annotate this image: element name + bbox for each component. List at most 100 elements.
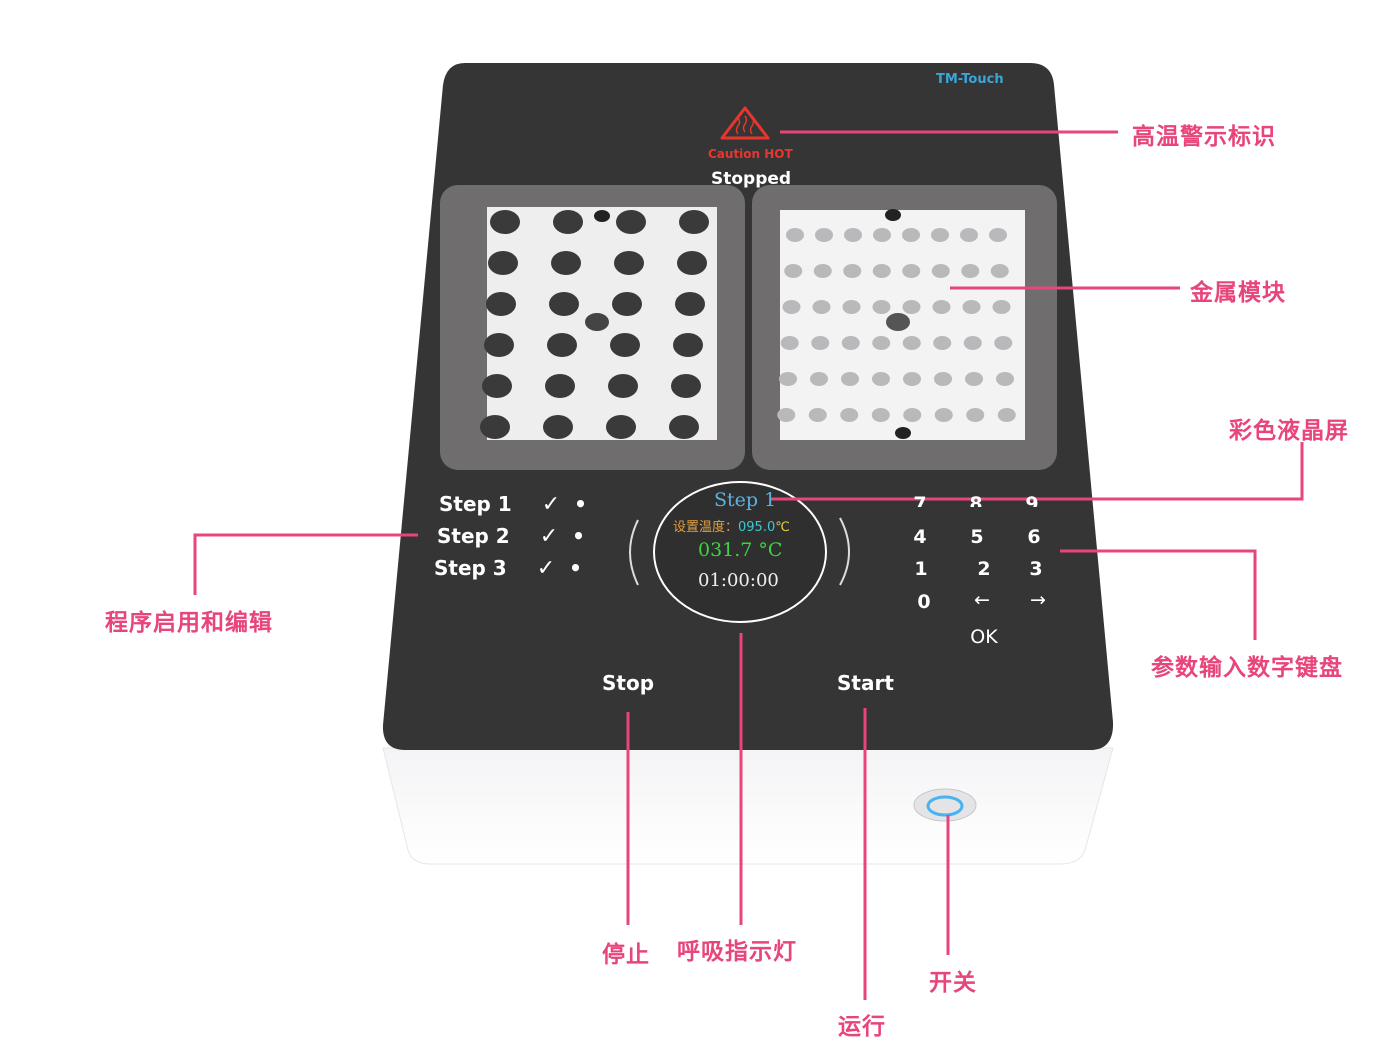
plate-well — [813, 264, 832, 278]
plate-well — [812, 300, 831, 314]
tube-well — [677, 251, 707, 275]
plate-well — [966, 408, 985, 422]
tube-well — [612, 292, 642, 316]
tube-well — [673, 333, 703, 357]
callout-breath-light: 呼吸指示灯 — [677, 939, 797, 965]
plate-well — [810, 372, 828, 386]
tube-well — [480, 415, 510, 439]
key-5[interactable]: 5 — [970, 526, 984, 548]
power-button — [913, 788, 977, 822]
plate-well — [960, 228, 978, 242]
status-label: Stopped — [711, 169, 792, 189]
plate-well — [962, 300, 981, 314]
screen-current-temp: 031.7 °C — [698, 539, 783, 561]
breath-light-left-arc — [629, 519, 639, 586]
key-2[interactable]: 2 — [977, 558, 991, 580]
tube-well — [543, 415, 573, 439]
plate-well — [840, 408, 859, 422]
callout-stop: 停止 — [602, 942, 650, 968]
plate-well — [992, 300, 1011, 314]
callout-power: 开关 — [929, 970, 977, 996]
tube-well — [606, 415, 636, 439]
plate-well — [843, 264, 862, 278]
plate-well — [872, 336, 891, 350]
callout-hot-warning: 高温警示标识 — [1132, 124, 1276, 150]
key-9[interactable]: 9 — [1025, 493, 1039, 507]
plate-well — [871, 408, 890, 422]
step-label: Step 1 — [439, 492, 512, 516]
plate-well — [815, 228, 833, 242]
power-led-ring — [926, 795, 964, 817]
screen-set-temp: 设置温度：095.0℃ — [673, 516, 790, 535]
plate-well — [808, 408, 827, 422]
ok-button[interactable]: OK — [970, 626, 998, 648]
key-6[interactable]: 6 — [1027, 526, 1041, 548]
plate-well — [903, 408, 922, 422]
plate-well — [965, 372, 983, 386]
tube-well — [486, 292, 516, 316]
key-right-arrow[interactable]: → — [1030, 589, 1046, 611]
plate-well — [786, 228, 804, 242]
screen-timer: 01:00:00 — [698, 570, 779, 591]
tube-well — [553, 210, 583, 234]
plate-well — [902, 300, 921, 314]
center-hole — [585, 313, 609, 331]
plate-well — [996, 372, 1014, 386]
plate-well — [902, 264, 921, 278]
set-temp-label: 设置温度： — [673, 520, 739, 535]
plate-well — [842, 300, 861, 314]
key-0[interactable]: 0 — [917, 591, 931, 613]
center-hole — [886, 313, 910, 331]
set-temp-unit: ℃ — [775, 520, 790, 535]
tube-well — [551, 251, 581, 275]
tube-well — [679, 210, 709, 234]
callout-lcd: 彩色液晶屏 — [1229, 418, 1349, 444]
check-icon[interactable]: ✓ — [536, 556, 556, 581]
plate-well — [989, 228, 1007, 242]
plate-well — [902, 336, 921, 350]
plate-well — [780, 336, 799, 350]
key-left-arrow[interactable]: ← — [974, 589, 990, 611]
tube-well — [669, 415, 699, 439]
plate-well — [933, 336, 952, 350]
tube-well — [484, 333, 514, 357]
plate-well — [994, 336, 1013, 350]
dot-icon: • — [569, 556, 582, 580]
step-1-button[interactable]: Step 1 ✓ • — [439, 492, 587, 517]
dot-icon: • — [574, 492, 587, 516]
plate-well — [872, 300, 891, 314]
plate-well — [990, 264, 1009, 278]
key-4[interactable]: 4 — [913, 526, 927, 548]
tube-well — [482, 374, 512, 398]
key-8[interactable]: 8 — [969, 493, 983, 507]
key-7[interactable]: 7 — [913, 493, 927, 507]
plate-well — [784, 264, 803, 278]
step-2-button[interactable]: Step 2✓• — [437, 524, 585, 549]
callout-metal-block: 金属模块 — [1190, 280, 1286, 306]
stop-button[interactable]: Stop — [602, 671, 655, 695]
callout-run: 运行 — [838, 1014, 886, 1040]
check-icon[interactable]: ✓ — [541, 492, 561, 517]
plate-well — [811, 336, 830, 350]
start-button[interactable]: Start — [837, 671, 894, 695]
plate-well — [844, 228, 862, 242]
key-1[interactable]: 1 — [914, 558, 928, 580]
plate-well — [873, 228, 891, 242]
plate-well — [931, 264, 950, 278]
tube-well — [549, 292, 579, 316]
check-icon[interactable]: ✓ — [539, 524, 559, 549]
plate-well — [779, 372, 797, 386]
tube-well — [610, 333, 640, 357]
step-3-button[interactable]: Step 3✓• — [434, 556, 582, 581]
locator-hole — [594, 210, 610, 222]
breath-light-right-arc — [839, 517, 850, 586]
callout-keypad: 参数输入数字键盘 — [1151, 655, 1343, 681]
locator-hole — [885, 209, 901, 221]
plate-well — [782, 300, 801, 314]
callout-lines — [193, 130, 1304, 1000]
device-body — [382, 747, 1114, 865]
plate-well — [841, 336, 860, 350]
key-3[interactable]: 3 — [1029, 558, 1043, 580]
locator-hole — [895, 427, 911, 439]
